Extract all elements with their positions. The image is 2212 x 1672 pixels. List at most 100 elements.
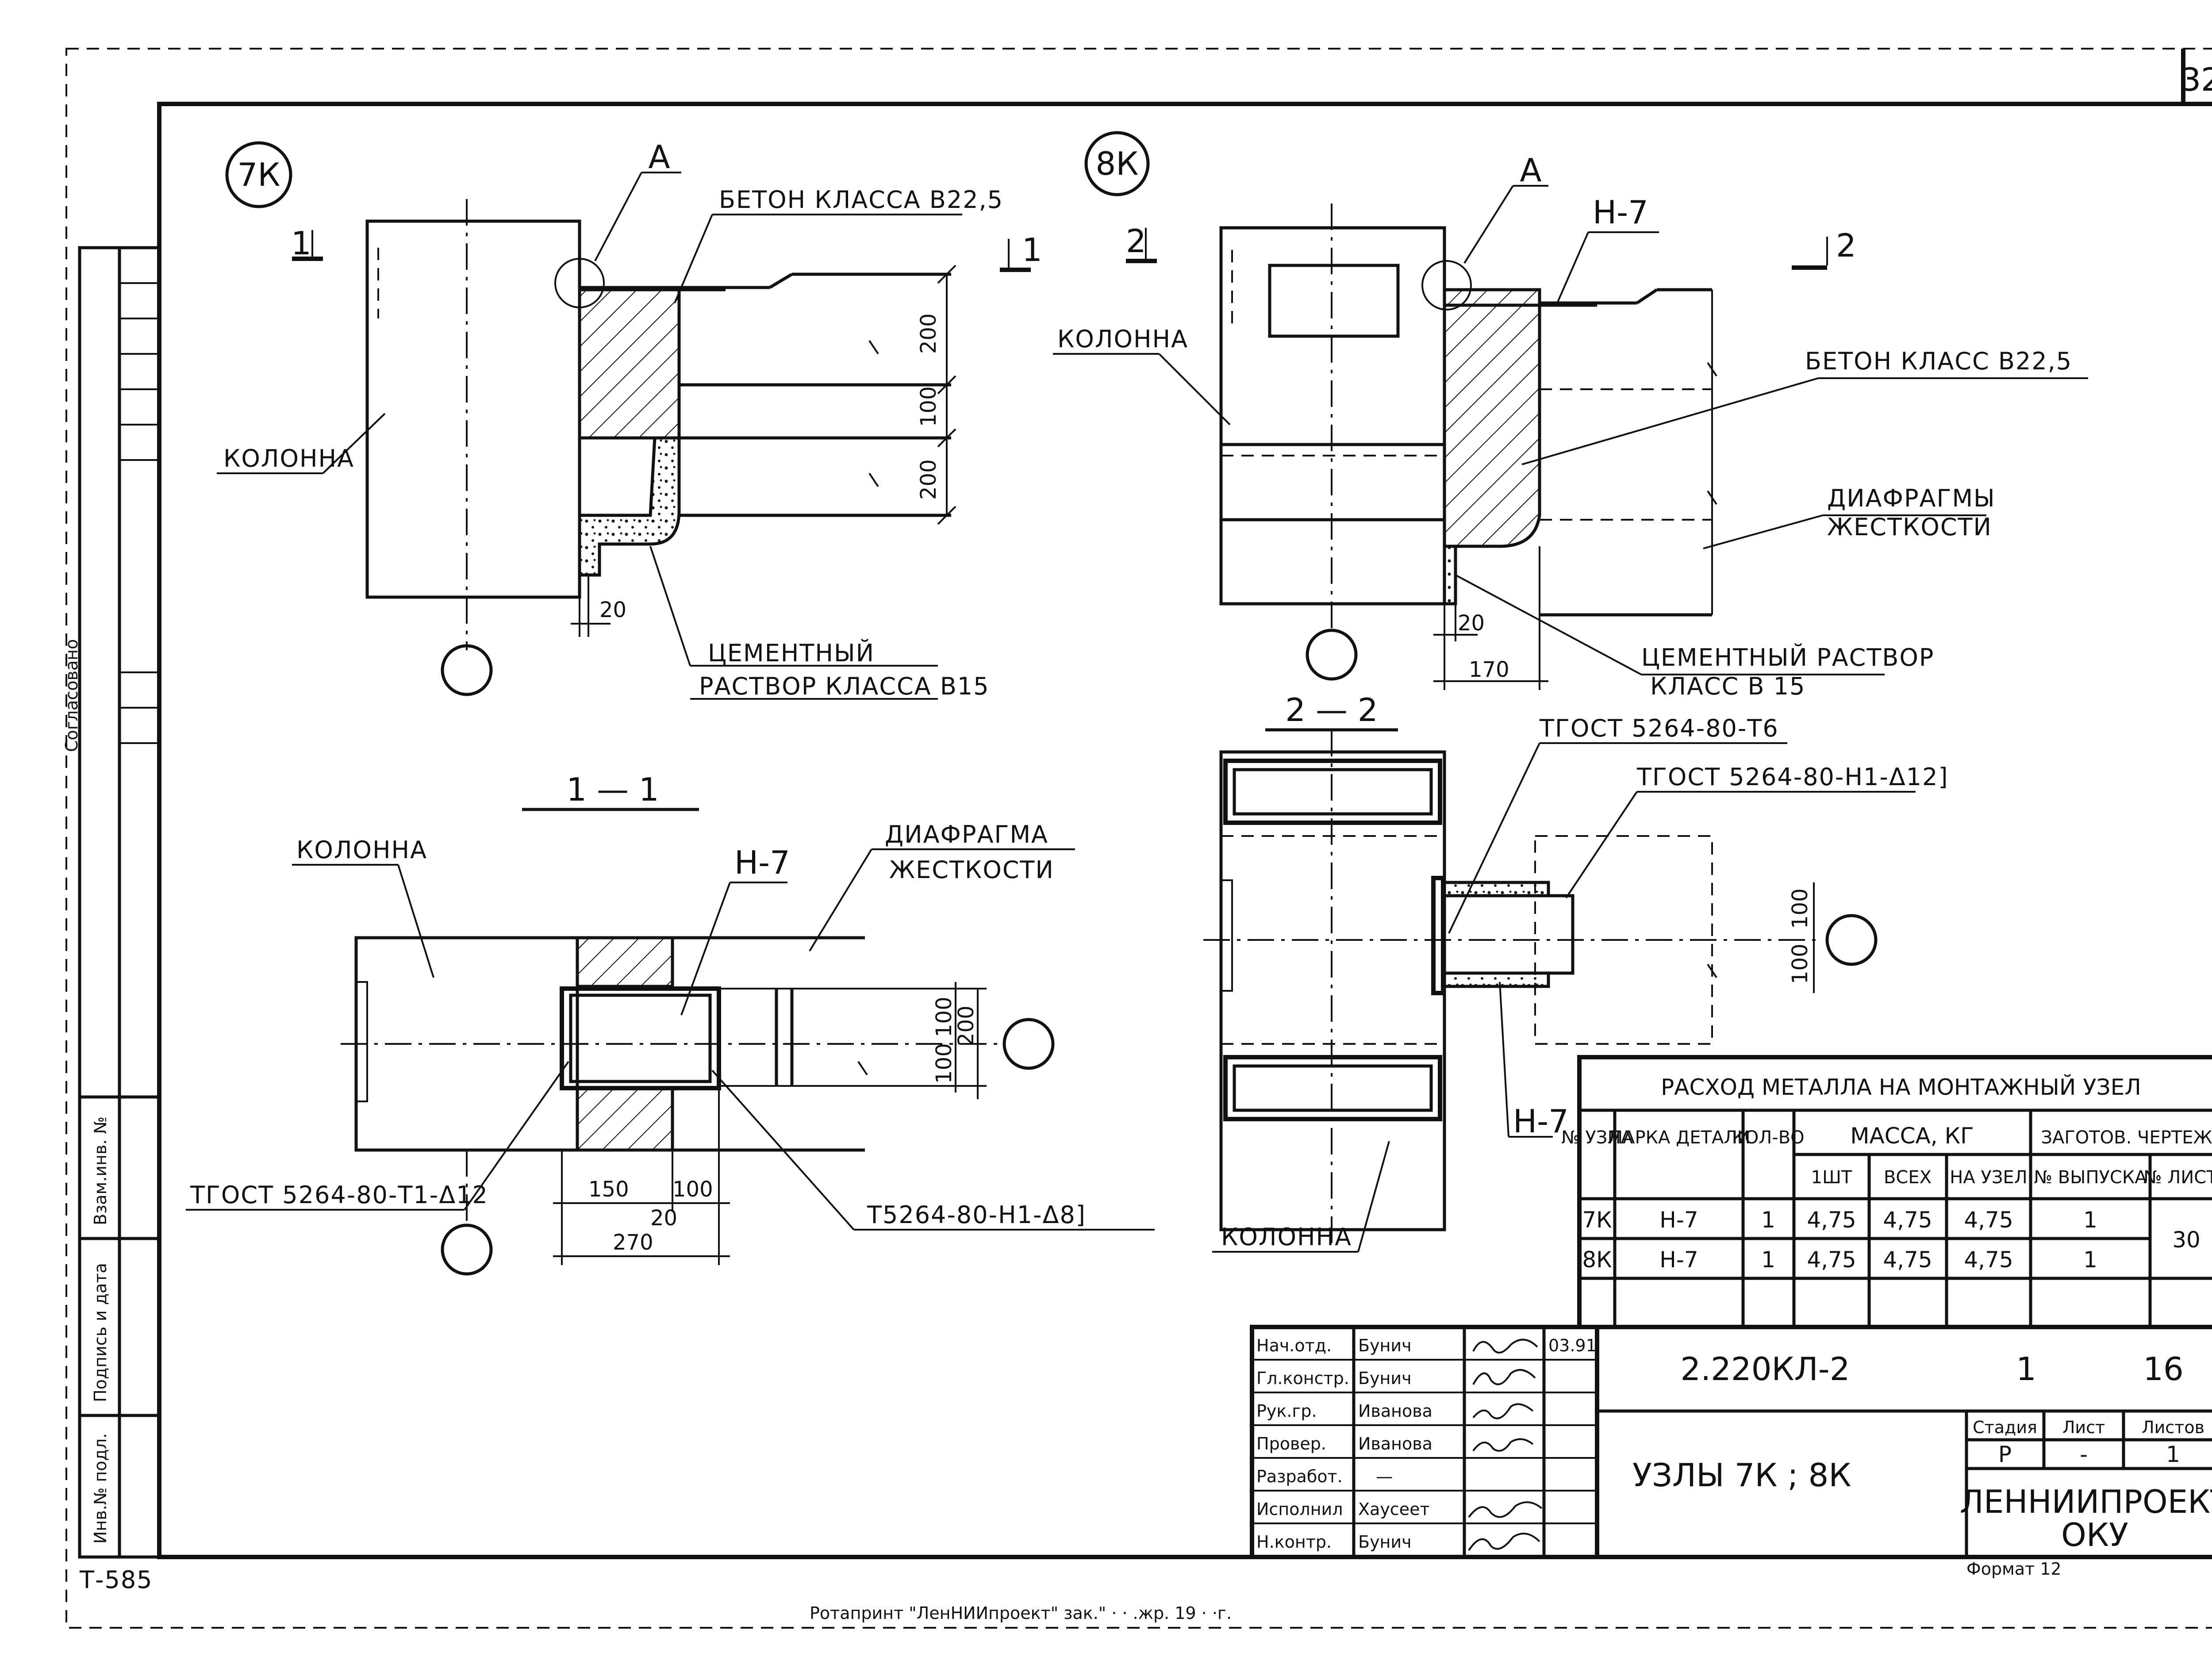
node-8k-column-label: КОЛОННА xyxy=(1057,325,1188,353)
metal-table-row-1-node-mass: 4,75 xyxy=(1964,1207,2013,1233)
section-1-1-column-label: КОЛОННА xyxy=(296,836,427,864)
metal-table-row-2-one: 4,75 xyxy=(1807,1247,1856,1273)
signer-5-name: — xyxy=(1376,1467,1393,1486)
doc-sheet-in-issue: 16 xyxy=(2143,1350,2184,1388)
metal-table-row-2-issue: 1 xyxy=(2083,1247,2097,1273)
metal-table-sheet-ref: 30 xyxy=(2172,1227,2200,1253)
section-1-1-plate xyxy=(560,986,721,1090)
signer-2-role: Гл.констр. xyxy=(1256,1369,1349,1388)
section-1-1: 1 — 1 100 100 200 150 100 20 270 xyxy=(186,771,1155,1276)
section-2-2-dim-2: 100 xyxy=(1788,943,1813,984)
node-8k-badge xyxy=(1084,131,1150,196)
node-8k-mortar-label-2: КЛАСС В 15 xyxy=(1650,672,1805,700)
signer-2-name: Бунич xyxy=(1358,1369,1412,1388)
section-2-2-dim-1: 100 xyxy=(1788,888,1813,929)
doc-issue: 1 xyxy=(2016,1350,2036,1388)
node-7k-mortar-label-2: РАСТВОР КЛАССА В15 xyxy=(699,672,990,700)
metal-table-row-1-one: 4,75 xyxy=(1807,1207,1856,1233)
node-8k-dim-2: 170 xyxy=(1469,657,1509,682)
doc-code: 2.220КЛ-2 xyxy=(1680,1350,1850,1388)
node-7k-mortar-label-1: ЦЕМЕНТНЫЙ xyxy=(708,639,875,667)
section-1-1-dim-4: 150 xyxy=(588,1177,629,1202)
signer-4-name: Иванова xyxy=(1358,1434,1432,1453)
title-block: Нач.отд. Бунич Гл.констр. Бунич Рук.гр. … xyxy=(1250,1325,2212,1559)
node-8k-mortar-label-1: ЦЕМЕНТНЫЙ РАСТВОР xyxy=(1641,644,1934,671)
section-1-1-dim-1: 100 xyxy=(932,997,956,1037)
section-1-1-dim-5: 100 xyxy=(672,1177,713,1202)
section-1-1-axis-bubble-bottom xyxy=(441,1223,493,1276)
node-8k-section-mark-right: 2 xyxy=(1836,227,1856,264)
node-8k-part-label: Н-7 xyxy=(1593,194,1648,231)
node-7k-dim-1: 200 xyxy=(916,313,941,354)
section-1-1-weld-left: ТГОСТ 5264-80-Т1-Δ12 xyxy=(190,1181,488,1209)
signature-2 xyxy=(1472,1369,1536,1385)
section-1-1-title: 1 — 1 xyxy=(566,771,659,808)
signature-1 xyxy=(1472,1338,1538,1354)
node-8k-badge-text: 8К xyxy=(1096,145,1139,182)
section-1-1-dim-2: 100 xyxy=(932,1043,956,1084)
sheet-title: УЗЛЫ 7К ; 8К xyxy=(1632,1457,1851,1494)
section-2-2: 2 — 2 100 100 ТГОСТ 5264-80-Т6 ТГОСТ 526… xyxy=(1203,691,1949,1253)
metal-table-header-issue-no: № ВЫПУСКА xyxy=(2034,1167,2147,1188)
section-1-1-dim-7: 270 xyxy=(613,1230,653,1255)
node-7k-detail-circle xyxy=(554,258,605,308)
signer-7-name: Бунич xyxy=(1358,1532,1412,1552)
metal-table-row-1-node: 7К xyxy=(1582,1207,1612,1233)
sheets-header: Листов xyxy=(2142,1418,2204,1437)
signer-6-name: Хаусеет xyxy=(1358,1499,1430,1519)
node-7k-detail-mark: А xyxy=(648,138,670,176)
section-1-1-dim-6: 20 xyxy=(650,1206,677,1231)
org-name-1: ЛЕННИИПРОЕКТ xyxy=(1960,1483,2212,1520)
section-2-2-axis-bubble xyxy=(1825,914,1878,966)
node-7k-concrete-label: БЕТОН КЛАССА В22,5 xyxy=(719,186,1003,214)
metal-table-row-2-node: 8К xyxy=(1582,1247,1612,1273)
metal-table-row-2-node-mass: 4,75 xyxy=(1964,1247,2013,1273)
node-8k-column xyxy=(1219,226,1446,606)
section-2-2-infill-top xyxy=(1443,881,1550,897)
node-7k-section-mark-right: 1 xyxy=(1022,231,1042,268)
node-8k-diaphragm-label-2: ЖЕСТКОСТИ xyxy=(1827,513,1992,541)
sheet-number: 32 xyxy=(2181,61,2212,98)
section-2-2-infill-bottom xyxy=(1443,971,1550,988)
metal-table-header-sheet-no: № ЛИСТА xyxy=(2143,1167,2212,1188)
side-label-signature-date: Подпись и дата xyxy=(91,1263,110,1402)
metal-table-header-blank-drawing: ЗАГОТОВ. ЧЕРТЕЖ xyxy=(2041,1127,2212,1148)
section-1-1-dim-3: 200 xyxy=(954,1005,979,1046)
section-2-2-plate xyxy=(1431,876,1445,995)
node-8k-mortar xyxy=(1443,545,1457,606)
section-2-2-column-label: КОЛОННА xyxy=(1221,1223,1352,1251)
section-1-1-weld-right: Т5264-80-Н1-Δ8] xyxy=(867,1201,1086,1229)
node-7k-section-mark-left: 1 xyxy=(291,225,311,262)
node-7k-mortar xyxy=(578,436,681,577)
signer-5-role: Разработ. xyxy=(1256,1467,1343,1486)
section-2-2-weld-mid: ТГОСТ 5264-80-Н1-Δ12] xyxy=(1636,763,1949,791)
title-block-date: 03.91 xyxy=(1548,1336,1597,1355)
signer-6-role: Исполнил xyxy=(1256,1499,1343,1519)
metal-table-header-mass: МАССА, КГ xyxy=(1850,1123,1974,1149)
printer-note: Ротапринт "ЛенНИИпроект" зак." · · .жр. … xyxy=(810,1603,1232,1623)
metal-table-header-node-no: № УЗЛА xyxy=(1561,1127,1633,1148)
metal-table-row-1-issue: 1 xyxy=(2083,1207,2097,1233)
node-8k-opening xyxy=(1268,264,1400,338)
metal-table-header-mass-all: ВСЕХ xyxy=(1884,1167,1932,1188)
signer-3-name: Иванова xyxy=(1358,1401,1432,1421)
node-8k-detail-circle xyxy=(1421,260,1472,311)
node-7k-column-label: КОЛОННА xyxy=(223,445,354,472)
signer-1-role: Нач.отд. xyxy=(1256,1336,1332,1355)
sheets-value: 1 xyxy=(2166,1442,2180,1467)
format-label: Формат 12 xyxy=(1966,1559,2062,1579)
node-7k-dim-2: 100 xyxy=(916,386,941,427)
stage-header: Стадия xyxy=(1973,1418,2037,1437)
node-8k-section-mark-left: 2 xyxy=(1126,222,1146,260)
node-8k-detail: 8К 2 2 А Н-7 КОЛОН xyxy=(1053,131,2088,700)
signature-7 xyxy=(1468,1533,1540,1551)
signature-4 xyxy=(1472,1438,1534,1452)
metal-table-row-2-qty: 1 xyxy=(1761,1247,1775,1273)
node-7k-concrete-infill xyxy=(578,286,681,440)
side-label-inv-original: Инв.№ подл. xyxy=(91,1433,110,1544)
side-label-replaced-inv: Взам.инв. № xyxy=(91,1116,110,1225)
section-2-2-title: 2 — 2 xyxy=(1285,691,1378,729)
node-8k-axis-bubble xyxy=(1306,629,1358,681)
sheet-header: Лист xyxy=(2062,1418,2105,1437)
metal-table-header-mass-one: 1ШТ xyxy=(1811,1167,1852,1188)
